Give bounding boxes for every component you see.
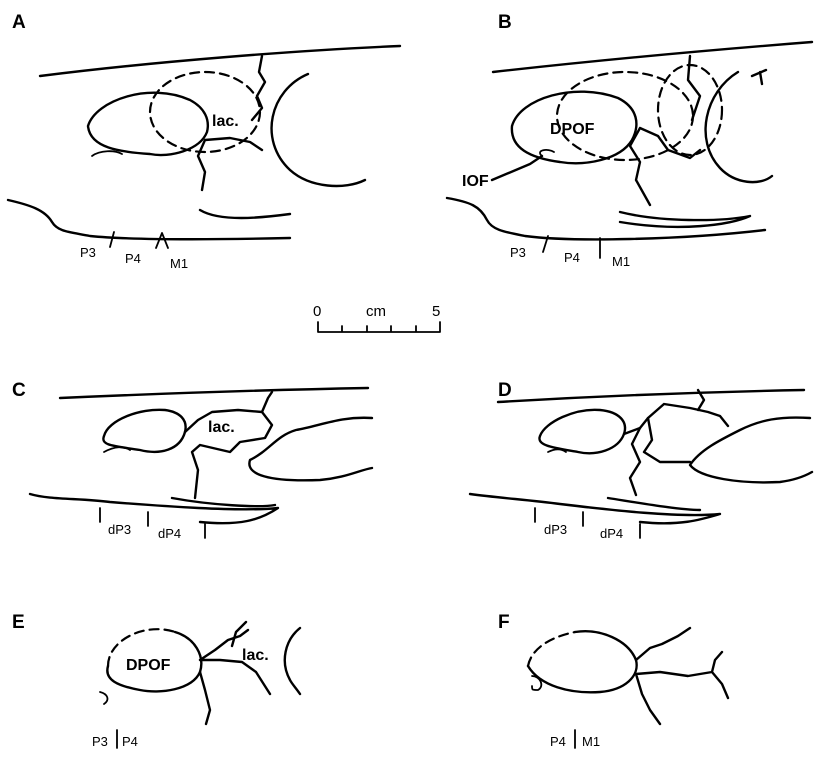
tooth-label: P3 (80, 245, 96, 260)
suture-dorsal (252, 56, 265, 120)
tooth-label: dP4 (600, 526, 623, 541)
tooth-label: P3 (92, 734, 108, 749)
panel-letter-d: D (498, 380, 512, 401)
maxilla-ridge (200, 210, 290, 218)
suture-ventral (630, 418, 690, 495)
tooth-label: P4 (122, 734, 138, 749)
iof-pointer (492, 156, 542, 180)
tooth-label: P4 (125, 251, 141, 266)
tooth-markers (110, 232, 168, 248)
label-lac: lac. (212, 113, 239, 130)
label-iof: IOF (462, 173, 489, 190)
scale-bar-ticks (318, 322, 440, 332)
orbit-dashed (528, 632, 575, 666)
panel-e: E DPOF lac. P3 P4 (12, 612, 300, 749)
infraorbital-notch (100, 692, 107, 704)
orbit-rim (249, 418, 372, 481)
orbit-rim (272, 74, 365, 186)
nasal-process-dashed (658, 65, 722, 155)
label-dpof: DPOF (550, 121, 595, 138)
tooth-label: P4 (550, 734, 566, 749)
panel-d: D dP3 dP4 (470, 380, 812, 541)
tooth-label: dP4 (158, 526, 181, 541)
orbit-outline (528, 631, 637, 692)
tooth-row-outline (30, 494, 278, 523)
tooth-label: M1 (582, 734, 600, 749)
infraorbital-notch (548, 449, 566, 452)
panel-letter-a: A (12, 12, 26, 33)
tooth-label: dP3 (544, 522, 567, 537)
label-dpof: DPOF (126, 657, 171, 674)
tooth-label: dP3 (108, 522, 131, 537)
sutures (636, 628, 728, 724)
label-lac: lac. (208, 419, 235, 436)
orbit-rim (706, 70, 772, 182)
orbit-outline (539, 410, 625, 453)
tooth-label: P3 (510, 245, 526, 260)
maxilla-ridge (172, 498, 275, 506)
skull-dorsal-outline (40, 46, 400, 76)
maxilla-ridge (608, 498, 700, 510)
label-lac: lac. (242, 647, 269, 664)
scale-bar: 0 cm 5 (313, 303, 440, 332)
panel-f: F P4 M1 (498, 612, 728, 749)
panel-letter-b: B (498, 12, 512, 33)
sutures (200, 622, 270, 724)
orbit-rim (285, 628, 300, 694)
tooth-label: P4 (564, 250, 580, 265)
orbit-rim (690, 418, 812, 483)
suture-dorsal (262, 392, 272, 412)
scale-start: 0 (313, 303, 321, 320)
panel-letter-f: F (498, 612, 510, 633)
suture-ventral (198, 138, 262, 190)
orbit-outline (88, 93, 208, 155)
orbit-outline (103, 410, 185, 452)
infraorbital-notch (540, 150, 554, 156)
panel-c: C lac. dP3 dP4 (12, 380, 372, 541)
tooth-row-outline (8, 200, 290, 239)
tooth-label: M1 (612, 254, 630, 269)
scale-end: 5 (432, 303, 440, 320)
infraorbital-notch (92, 151, 122, 156)
skull-dorsal-outline (60, 388, 368, 398)
panel-a: A lac. P3 P4 M1 (8, 12, 400, 271)
tooth-label: M1 (170, 256, 188, 271)
scale-unit: cm (366, 303, 386, 320)
infraorbital-notch (104, 447, 130, 452)
panel-letter-e: E (12, 612, 25, 633)
maxilla-ridge (620, 212, 750, 227)
skull-dorsal-outline (493, 42, 812, 72)
panel-b: B DPOF IOF P3 P4 M1 (447, 12, 812, 269)
skull-dorsal-outline (498, 390, 804, 402)
panel-letter-c: C (12, 380, 26, 401)
